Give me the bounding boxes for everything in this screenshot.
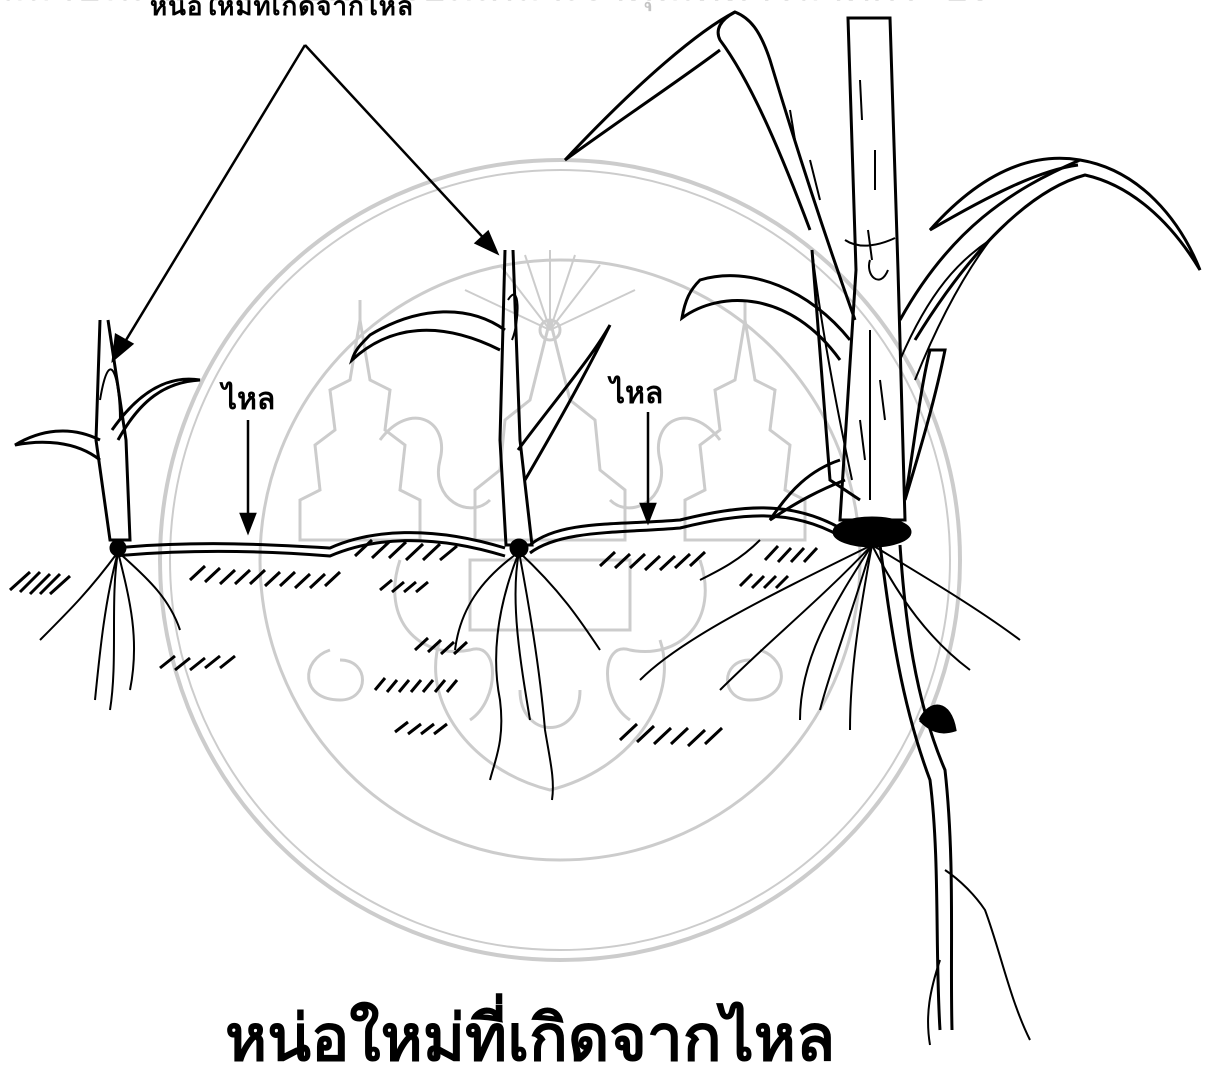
new-shoot-label: หน่อใหม่ที่เกิดจากไหล — [150, 0, 414, 27]
soil-hatching — [10, 540, 817, 746]
seal-center-spire — [475, 320, 625, 540]
seal-right-pagoda — [685, 300, 805, 540]
runner-arrowhead-right — [641, 504, 655, 522]
arrow-head-left — [113, 335, 132, 360]
runner-label-right: ไหล — [610, 370, 663, 417]
arrow-to-left-shoot — [120, 45, 305, 350]
seal-inscription: สถาบันเทคโนโลยีพระจอมเกล้าเจ้าคุณทหารลาด… — [0, 0, 989, 12]
roots — [40, 540, 1020, 800]
runner-arrowhead-left — [241, 514, 255, 532]
runner-label-left: ไหล — [222, 376, 275, 423]
runner-arrows — [241, 412, 655, 532]
seal-sunburst — [465, 250, 635, 330]
middle-shoot — [352, 250, 610, 556]
arrow-head-middle — [476, 232, 497, 253]
mother-plant-crown — [834, 518, 910, 546]
arrow-to-middle-shoot — [305, 45, 490, 245]
runner-stolon — [115, 508, 840, 556]
